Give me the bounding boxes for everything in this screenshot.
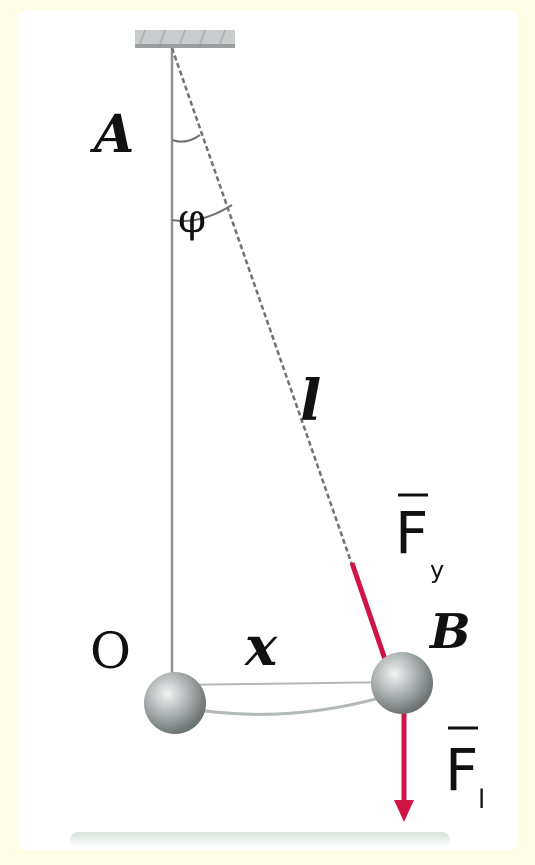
label-point-b: B xyxy=(428,604,471,660)
ceiling-support xyxy=(135,29,235,48)
svg-text:F: F xyxy=(445,736,478,804)
label-point-a: A xyxy=(89,104,134,165)
label-force-gravity: F l xyxy=(445,726,485,815)
label-point-o: O xyxy=(90,622,131,680)
diagram-panel xyxy=(18,10,518,850)
trajectory-arc xyxy=(174,690,401,716)
floor-shadow xyxy=(70,832,450,848)
gravity-vector xyxy=(394,708,414,822)
label-force-tension: F y xyxy=(395,493,444,584)
ball-displaced xyxy=(371,652,433,714)
label-displacement: x xyxy=(244,614,278,678)
displacement-line xyxy=(174,681,401,686)
svg-text:y: y xyxy=(430,556,444,584)
svg-text:l: l xyxy=(478,785,485,815)
label-length: l xyxy=(300,368,321,434)
angle-arc-inner xyxy=(171,204,233,222)
ball-equilibrium xyxy=(144,672,206,734)
svg-text:F: F xyxy=(395,499,428,567)
label-angle: φ xyxy=(178,196,206,242)
tension-vector xyxy=(349,562,391,669)
angle-arc-outer xyxy=(171,134,201,143)
